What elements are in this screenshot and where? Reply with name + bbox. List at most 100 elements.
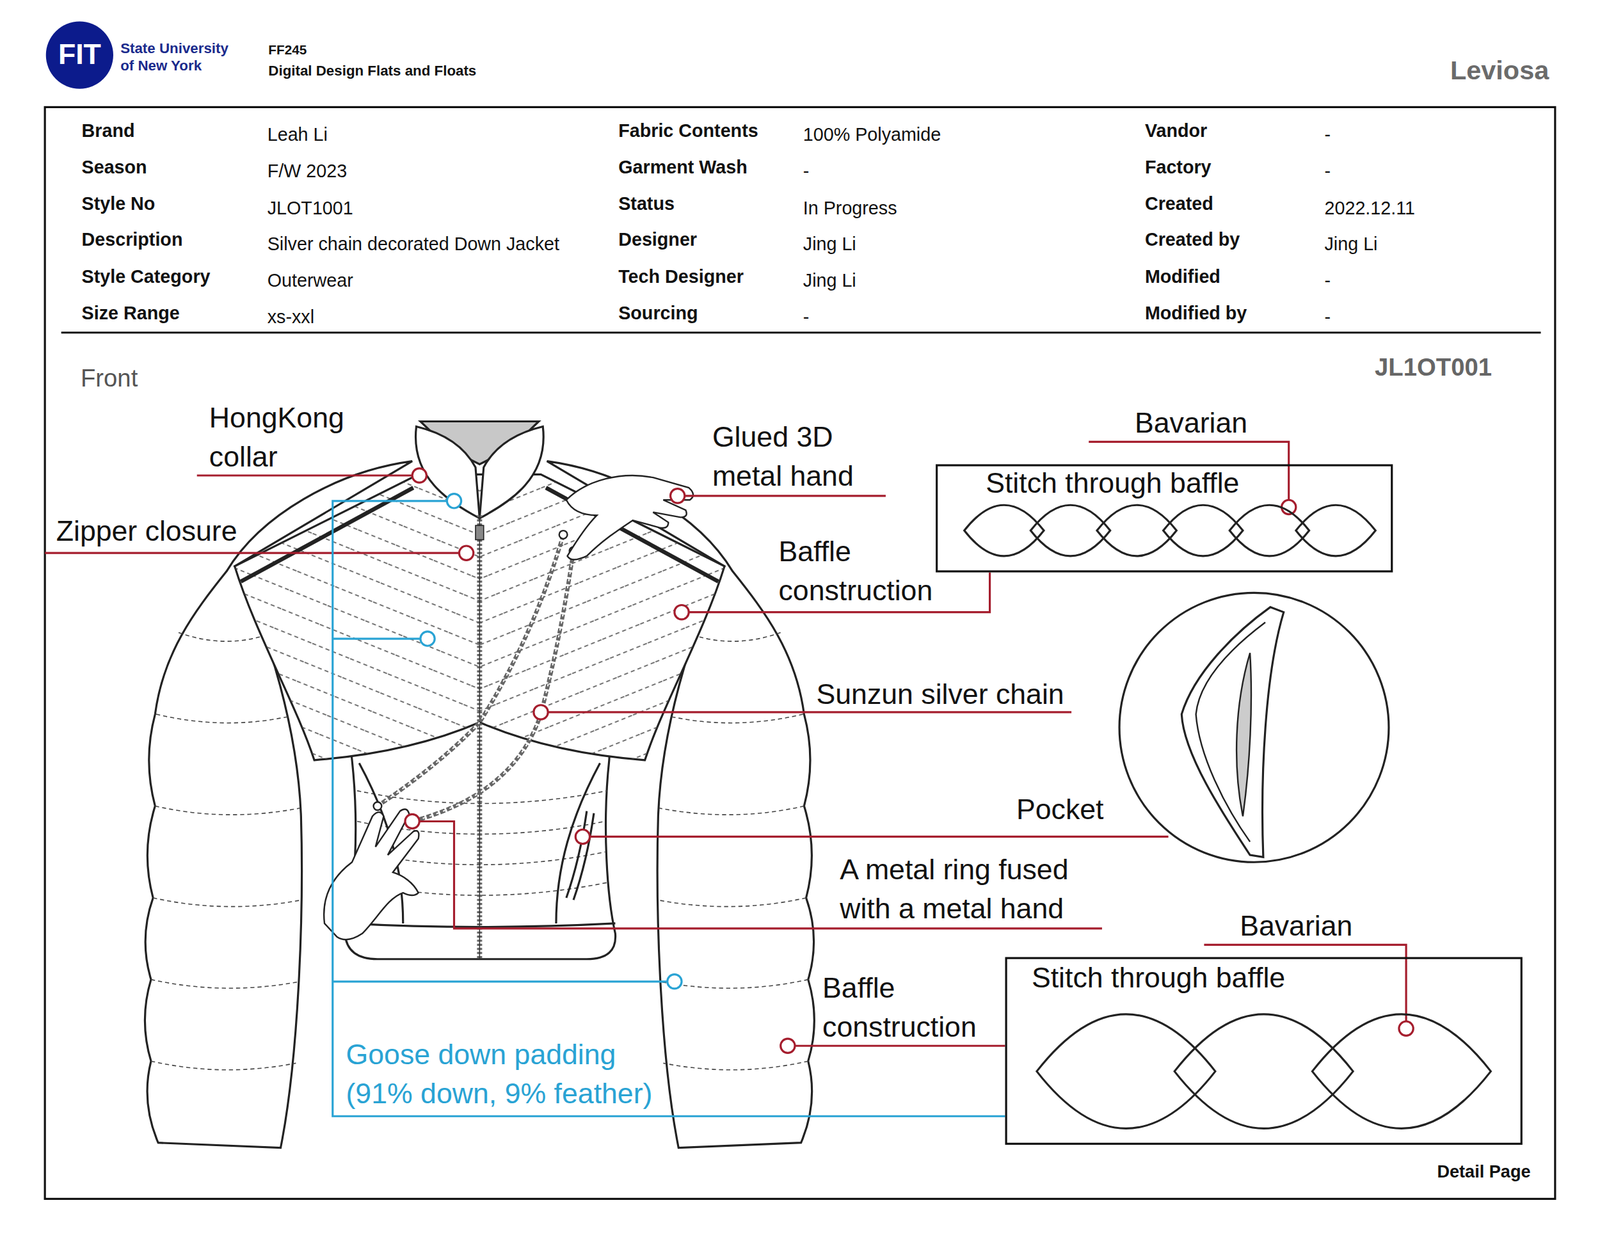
sleeve	[178, 632, 268, 642]
callout-label: Glued 3D metal hand	[712, 418, 873, 496]
field-value: Outerwear	[267, 269, 354, 292]
baffle-section	[1229, 504, 1309, 557]
pocket-slit	[566, 811, 594, 901]
leader-dot	[405, 814, 420, 829]
field-value: 100% Polyamide	[803, 123, 941, 146]
padding-leader	[667, 974, 682, 989]
sleeve	[659, 806, 804, 816]
fill-note: Goose down padding (91% down, 9% feather…	[345, 1035, 672, 1113]
field-label: Status	[618, 192, 675, 216]
page-frame	[44, 106, 1556, 1199]
padding-leader	[332, 637, 421, 640]
pocket-detail	[1236, 652, 1252, 816]
field-value: -	[803, 305, 810, 329]
silver-chain	[559, 530, 568, 539]
baffle-section	[1096, 504, 1177, 557]
sleeve	[151, 1061, 296, 1071]
field-label: Vandor	[1144, 119, 1208, 143]
leader-line	[419, 821, 1103, 928]
field-label: Modified	[1144, 265, 1221, 288]
metal-hand	[323, 475, 694, 940]
padding-leader	[332, 494, 1006, 1117]
silver-chain	[412, 551, 574, 822]
view-label: Front	[80, 364, 138, 393]
detail-title: Stitch through baffle	[1031, 961, 1286, 996]
silver-chain	[373, 801, 383, 811]
callout-label: Zipper closure	[56, 512, 238, 552]
field-value: Jing Li	[803, 232, 857, 256]
sheet-title: Leviosa	[1450, 55, 1549, 86]
field-value: In Progress	[803, 197, 898, 220]
silver-chain	[377, 722, 480, 807]
detail-title: Stitch through baffle	[985, 466, 1240, 502]
metal-hand	[566, 475, 694, 560]
field-label: Description	[81, 228, 184, 251]
sleeve	[663, 1061, 808, 1071]
detail-box: Stitch through baffle	[935, 464, 1393, 573]
page-label: Detail Page	[1436, 1162, 1531, 1183]
field-label: Designer	[618, 228, 697, 251]
field-label: Size Range	[81, 302, 180, 325]
silver-chain	[373, 530, 578, 822]
sleeve	[657, 897, 807, 907]
field-label: Fabric Contents	[618, 119, 758, 143]
padding-leader	[332, 501, 1006, 1117]
logo-circle	[46, 21, 114, 89]
field-label: Factory	[1144, 156, 1212, 179]
pocket-slit	[566, 811, 587, 899]
sleeve	[151, 632, 303, 1071]
style-number: JL1OT001	[1374, 353, 1492, 383]
leader-dot	[458, 545, 473, 560]
course-code: FF245	[268, 41, 307, 59]
silver-chain	[412, 551, 574, 822]
page-frame	[44, 106, 1556, 1199]
silver-chain	[377, 534, 574, 822]
baffle-section	[1312, 1014, 1491, 1129]
zipper	[475, 525, 484, 540]
silver-chain	[377, 534, 574, 822]
field-label: Created by	[1144, 228, 1240, 251]
padding-leader	[332, 980, 668, 983]
pocket-detail	[1196, 622, 1266, 843]
sleeve	[156, 714, 290, 724]
zipper	[479, 515, 481, 960]
institution-name: State University of New York	[120, 39, 237, 74]
pocket-detail	[1119, 592, 1389, 863]
leader-line	[590, 835, 1169, 838]
field-label: Style Category	[81, 265, 211, 288]
field-value: Jing Li	[1324, 232, 1378, 256]
callout-label: Baffle construction	[822, 969, 994, 1048]
field-value: F/W 2023	[267, 160, 347, 183]
field-value: Silver chain decorated Down Jacket	[267, 232, 560, 256]
field-value: Jing Li	[803, 269, 857, 292]
baffle-section	[964, 504, 1492, 1129]
field-value: -	[1324, 160, 1332, 183]
leader-line	[197, 474, 413, 477]
padding-leader	[446, 494, 461, 509]
leader-dot	[780, 1038, 795, 1053]
baffle-section	[1030, 504, 1110, 557]
sleeve	[669, 714, 804, 724]
sleeve	[657, 632, 809, 1071]
pocket-detail	[1119, 592, 1389, 863]
leader-line	[44, 552, 459, 555]
field-label: Tech Designer	[618, 265, 744, 288]
field-label: Season	[81, 156, 148, 179]
field-value: JLOT1001	[267, 197, 354, 220]
baffle-section	[1174, 1014, 1353, 1129]
baffle-section	[1036, 1014, 1216, 1129]
field-value: Leah Li	[267, 123, 328, 146]
callout-label: A metal ring fused with a metal hand	[839, 851, 1097, 929]
callout-label: Baffle construction	[778, 532, 951, 610]
collar	[479, 426, 544, 518]
field-label: Brand	[81, 119, 136, 143]
yoke	[479, 474, 725, 760]
baffle-section	[1296, 504, 1376, 557]
leader-line	[684, 494, 886, 497]
baffle-section	[1163, 504, 1243, 557]
course-name: Digital Design Flats and Floats	[268, 61, 477, 79]
silver-chain	[479, 534, 564, 722]
baffle-section	[964, 504, 1044, 557]
callout-label: Bavarian	[1134, 403, 1248, 443]
sleeve	[152, 897, 303, 907]
